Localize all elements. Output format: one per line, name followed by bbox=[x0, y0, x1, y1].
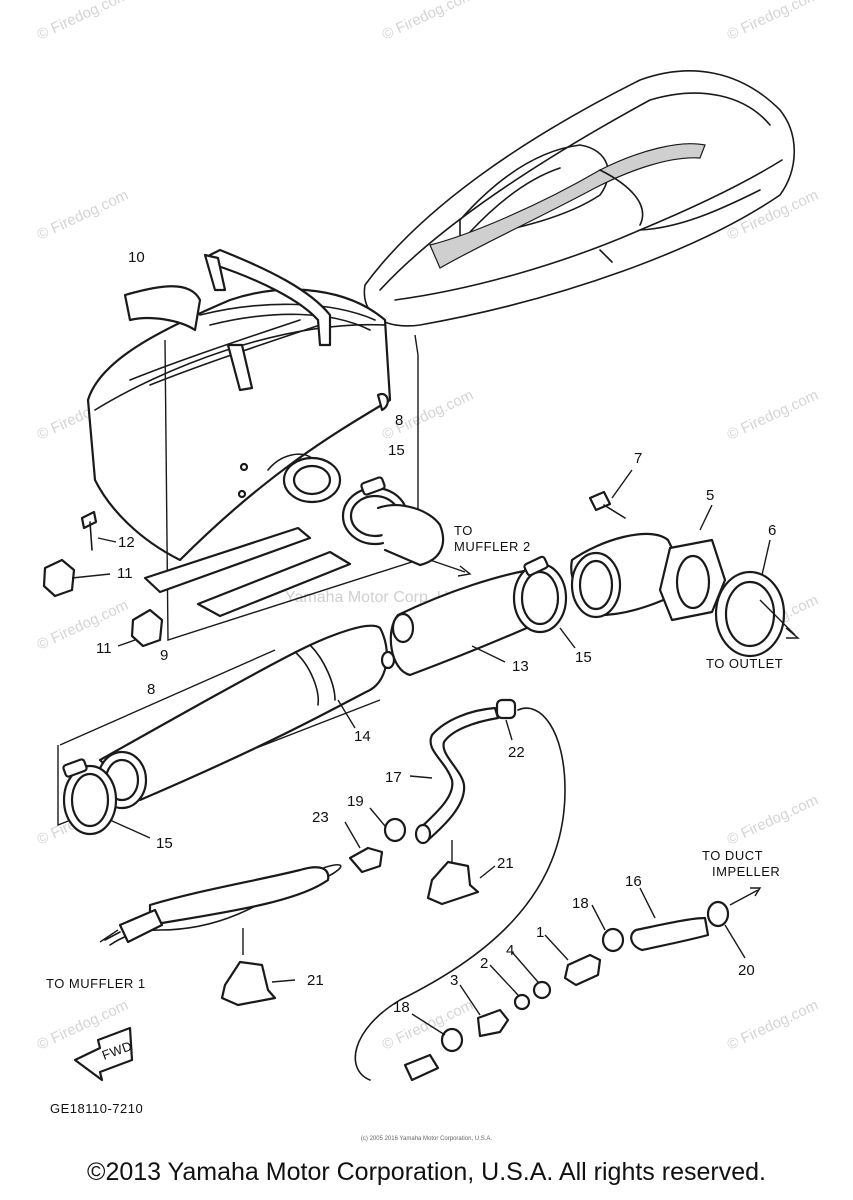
callout-11: 11 bbox=[96, 640, 112, 657]
callout-15: 15 bbox=[388, 442, 405, 459]
to-muffler2-label: TO bbox=[454, 523, 473, 538]
to-duct-label: TO DUCT bbox=[702, 848, 763, 863]
fwd-arrow: FWD bbox=[73, 1026, 134, 1082]
muffler2-outlet bbox=[376, 504, 472, 577]
callout-8: 8 bbox=[395, 412, 403, 429]
clamp-and-nipple bbox=[344, 807, 407, 874]
callout-2: 2 bbox=[480, 955, 488, 972]
callout-1: 1 bbox=[536, 924, 544, 941]
watermark: © Firedog.com bbox=[380, 0, 477, 44]
watermark: © Firedog.com bbox=[35, 0, 132, 44]
bypass-hose bbox=[409, 698, 517, 845]
callout-15: 15 bbox=[575, 649, 592, 666]
to-duct-label: IMPELLER bbox=[712, 864, 780, 879]
callout-9: 9 bbox=[160, 647, 168, 664]
callout-7: 7 bbox=[634, 450, 642, 467]
gasket-set bbox=[143, 526, 352, 618]
bolt bbox=[588, 469, 633, 519]
callout-19: 19 bbox=[347, 793, 364, 810]
tiny-copyright: (c) 2005 2016 Yamaha Motor Corporation, … bbox=[360, 1136, 493, 1142]
watermark: © Firedog.com bbox=[35, 597, 132, 654]
callout-10: 10 bbox=[128, 249, 145, 266]
callout-labels: 1 2 3 4 5 6 7 8 8 9 10 11 11 12 13 14 15… bbox=[96, 249, 776, 1016]
exhaust-elbow bbox=[570, 504, 727, 622]
callout-11: 11 bbox=[117, 565, 133, 582]
muffler1-hose bbox=[104, 866, 330, 955]
copyright-footer: ©2013 Yamaha Motor Corporation, U.S.A. A… bbox=[87, 1158, 766, 1186]
watermark: © Firedog.com bbox=[380, 387, 477, 444]
hose-bracket bbox=[220, 960, 296, 1007]
callout-20: 20 bbox=[738, 962, 755, 979]
callout-6: 6 bbox=[768, 522, 776, 539]
callout-4: 4 bbox=[506, 942, 514, 959]
watermark: © Firedog.com bbox=[725, 387, 822, 444]
callout-21: 21 bbox=[307, 972, 324, 989]
callout-22: 22 bbox=[508, 744, 525, 761]
hose-clamp bbox=[62, 758, 151, 839]
callout-3: 3 bbox=[450, 972, 458, 989]
hose-bracket bbox=[426, 840, 496, 906]
callout-14: 14 bbox=[354, 728, 371, 745]
outlet-gasket bbox=[714, 539, 800, 658]
watermark: © Firedog.com bbox=[35, 187, 132, 244]
callout-8: 8 bbox=[147, 681, 155, 698]
to-muffler2-label: MUFFLER 2 bbox=[454, 539, 531, 554]
muffler-tube bbox=[96, 624, 396, 810]
watermark: © Firedog.com bbox=[725, 0, 822, 44]
impeller-hose bbox=[591, 887, 762, 959]
hose-clamp bbox=[512, 555, 576, 649]
callout-13: 13 bbox=[512, 658, 529, 675]
callout-18: 18 bbox=[572, 895, 589, 912]
watermark: © Firedog.com bbox=[725, 187, 822, 244]
fittings bbox=[403, 934, 602, 1082]
callout-12: 12 bbox=[118, 534, 135, 551]
to-outlet-label: TO OUTLET bbox=[706, 656, 783, 671]
routing-notes: TO MUFFLER 2 TO OUTLET TO DUCT IMPELLER … bbox=[46, 523, 783, 1116]
callout-15: 15 bbox=[156, 835, 173, 852]
callout-17: 17 bbox=[385, 769, 402, 786]
callout-5: 5 bbox=[706, 487, 714, 504]
watercraft-illustration bbox=[363, 70, 796, 327]
diagram-code: GE18110-7210 bbox=[50, 1101, 143, 1116]
to-muffler1-arrow bbox=[99, 929, 119, 943]
bolt-and-clips bbox=[42, 510, 164, 648]
callout-21: 21 bbox=[497, 855, 514, 872]
air-box-assembly bbox=[86, 248, 392, 562]
watermark: © Firedog.com bbox=[725, 997, 822, 1054]
watermark: © Firedog.com bbox=[725, 792, 822, 849]
callout-18: 18 bbox=[393, 999, 410, 1016]
callout-23: 23 bbox=[312, 809, 329, 826]
callout-16: 16 bbox=[625, 873, 642, 890]
to-muffler1-label: TO MUFFLER 1 bbox=[46, 976, 146, 991]
